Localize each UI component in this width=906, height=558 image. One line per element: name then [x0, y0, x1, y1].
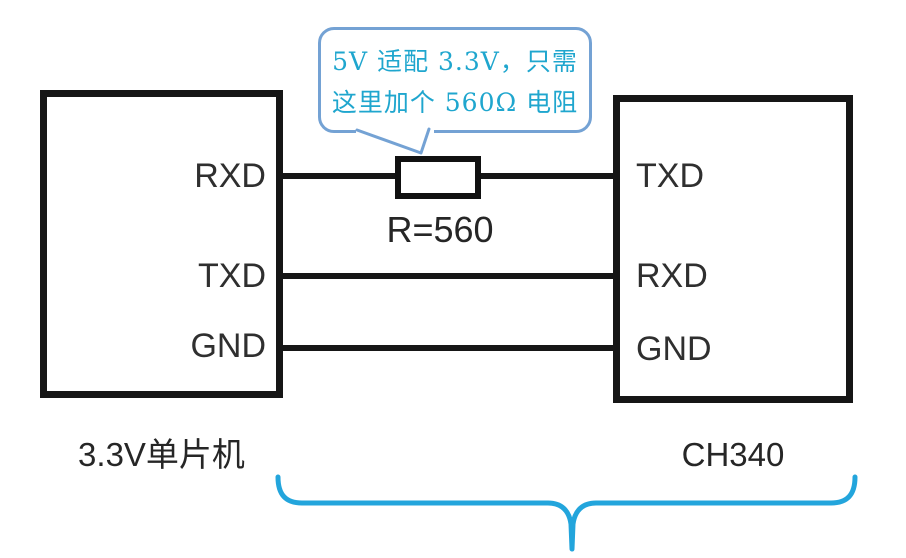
resistor-label: R=560 — [386, 209, 494, 250]
right-pin-txd: TXD — [636, 157, 704, 195]
callout-text-line-1: 5V 适配 3.3V，只需 — [332, 46, 578, 76]
wire-left-rxd-to-resistor — [282, 173, 398, 179]
right-pin-rxd: RXD — [636, 257, 708, 295]
wire-left-txd-to-right-rxd — [282, 273, 615, 279]
right-chip-box: TXD RXD GND — [613, 95, 853, 403]
right-chip-label: CH340 — [681, 436, 785, 473]
callout-bubble: 5V 适配 3.3V，只需 这里加个 560Ω 电阻 — [318, 27, 592, 133]
wire-resistor-to-right-txd — [478, 173, 615, 179]
left-chip-box: RXD TXD GND — [40, 90, 283, 398]
resistor-body — [395, 156, 481, 199]
callout-text-line-2: 这里加个 560Ω 电阻 — [331, 87, 579, 117]
wire-gnd-to-gnd — [282, 345, 615, 351]
left-pin-txd: TXD — [198, 257, 266, 295]
right-pin-gnd: GND — [636, 330, 712, 368]
underbrace — [275, 474, 858, 552]
left-pin-rxd: RXD — [194, 157, 266, 195]
left-pin-gnd: GND — [190, 327, 266, 365]
left-chip-label: 3.3V单片机 — [78, 436, 245, 473]
